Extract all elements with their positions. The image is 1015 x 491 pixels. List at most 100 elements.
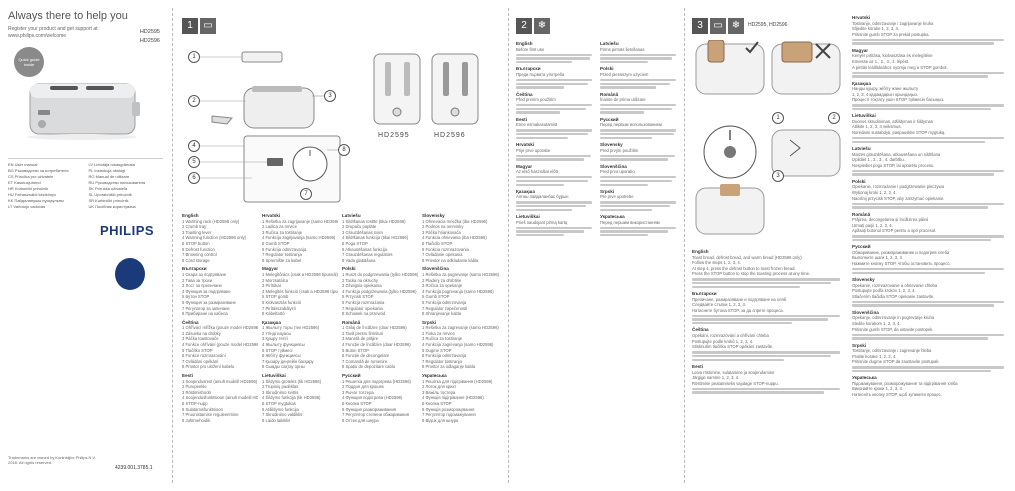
section-title: Lietuviškai	[852, 113, 876, 119]
section-title: Română	[600, 91, 619, 97]
part-item: 4 Функція підігрівання (HD2596)	[422, 395, 484, 401]
instruction-line: 1, 2, 3, 4 қадамдарын орындаңыз.	[852, 91, 919, 97]
parts-section-title: Srpski	[422, 319, 437, 325]
section-title: Lietuviškai	[516, 214, 540, 220]
language-item: ET Kasutusjuhend	[8, 180, 41, 185]
part-item: 8 Laido laikiklis	[262, 417, 291, 423]
instruction-line: Pritisnite gumb STOP za prekid postupka.	[852, 31, 930, 37]
part-item: 6 Функція розморожування	[422, 406, 475, 412]
part-item: 6 Atkausēšanas funkcija	[342, 246, 387, 252]
instruction-line: At step 4, press the defrost button to t…	[692, 265, 796, 271]
part-item: 8 Prostor pro uložení kabelu	[182, 364, 235, 370]
part-item: 7 Pruunistamise reguleerimine	[182, 412, 239, 418]
instruction-line: Следвайте стъпки 1, 2, 3, 4.	[692, 302, 747, 308]
part-item: 7 Comandă de rumenire	[342, 358, 388, 364]
first-use-text-col: Latviešu Pirms pirmās lietošanas Polski …	[600, 38, 680, 238]
parts-section-title: Slovenščina	[422, 266, 449, 272]
parts-section-title: Eesti	[182, 373, 193, 379]
instruction-line: Нажмите кнопку STOP, чтобы остановить пр…	[852, 261, 951, 267]
part-item: 5 Tlačidlo STOP	[422, 240, 453, 246]
language-item: UK Посібник користувача	[88, 204, 136, 209]
part-item: 6 Funkcja rozmrażania	[342, 299, 385, 305]
cover-footer: Trademarks are owned by Koninklijke Phil…	[8, 455, 96, 465]
section-subtitle: Pred prvým použitím	[600, 147, 639, 153]
part-item: 3 Ručica za tostiranje	[422, 336, 463, 342]
part-item: 5 Бутон STOP	[182, 294, 210, 300]
section-subtitle: Перед першим використанням	[600, 219, 660, 225]
part-item: 1 Ohřívací mřížka (pouze model HD2596)	[182, 325, 258, 331]
parts-section-title: Lietuviškai	[262, 373, 286, 379]
part-item: 4 Funkcija zagrijavanja (samo HD2596)	[262, 235, 336, 241]
part-item: 8 Schowek na przewód	[342, 311, 386, 317]
philips-logo: PHILIPS	[100, 223, 155, 238]
panel-number: 2	[828, 112, 840, 124]
model-label: HD2595	[378, 132, 410, 139]
part-item: 1 Šildymo grotelės (tik HD2596)	[262, 378, 322, 384]
part-item: 1 Melegítőrács (csak a HD2596 típusnál)	[262, 271, 338, 277]
cover-models: HD2595 HD2596	[140, 28, 160, 46]
section-subtitle: Обжаривание, размораживание и подогрев х…	[852, 249, 950, 255]
callout-5: 5	[188, 156, 200, 168]
part-item: 8 Spațiu de depozitare cablu	[342, 364, 396, 370]
language-item: EN User manual	[8, 162, 38, 167]
section-title: Русский	[600, 116, 619, 122]
instruction-line: Apăsați butonul STOP pentru a opri proce…	[852, 228, 937, 234]
part-item: 2 Trupinių padėklas	[262, 384, 299, 390]
parts-section-title: Polski	[342, 266, 356, 272]
section-title: Eesti	[692, 363, 703, 369]
part-item: 8 Відсік для шнура	[422, 417, 459, 423]
section-subtitle: Pirms pirmās lietošanas	[600, 46, 645, 52]
part-item: 4 Warming function (HD2596 only)	[182, 235, 247, 241]
instruction-line: Натиснете бутона STOP, за да спрете проц…	[692, 307, 784, 313]
part-item: 8 Vada glabāšana	[342, 257, 376, 263]
part-item: 3 Toasting lever	[182, 229, 212, 235]
instruction-line: Pritisnite gumb STOP, da ustavite postop…	[852, 326, 934, 332]
section-subtitle: Pre prve upotrebe	[600, 194, 634, 200]
part-item: 1 Rešetka za zagrevanje (samo HD2596)	[422, 325, 499, 331]
instruction-line: Kövesse az 1., 2., 3., 4. lépést.	[852, 58, 910, 64]
cover-subtitle: Register your product and get support at…	[8, 26, 98, 39]
section-title: Srpski	[852, 342, 867, 348]
part-item: 7 Regulator opiekania	[342, 305, 383, 311]
language-item: PL Instrukcja obsługi	[88, 168, 126, 173]
language-item: LT Vartotojo vadovas	[8, 204, 46, 209]
fold-line	[172, 8, 173, 483]
part-item: 8 Отсек для шнура	[342, 417, 379, 423]
part-item: 1 Скара за подгряване	[182, 271, 227, 277]
step2-column: 2 ❄ English Before first use Български П…	[512, 0, 682, 491]
part-item: 2 Purupeekle	[182, 384, 207, 390]
part-item: 5 Dugme STOP	[422, 347, 452, 353]
section-title: Srpski	[600, 188, 615, 194]
part-item: 2 Tavă pentru firimituri	[342, 330, 384, 336]
section-subtitle: Нанды қуыру, жібіту және жылыту	[852, 86, 919, 92]
part-item: 7 Grauzdēšanas regulators	[342, 252, 393, 258]
part-item: 4 Sildīšanas funkcija (tikai HD2596)	[342, 235, 409, 241]
part-item: 6 Sulatamisfunktsioon	[182, 406, 223, 412]
section-title: Magyar	[852, 47, 869, 53]
section-title: Қазақша	[852, 80, 871, 86]
part-item: 5 Przycisk STOP	[342, 294, 374, 300]
instruction-line: Stisknutím tlačítka STOP opékání zastaví…	[692, 344, 774, 350]
parts-list-col: Latviešu 1 Sildīšanas restīte (tikai HD2…	[342, 210, 418, 423]
part-item: 7 Regulator zapečenosti	[422, 305, 468, 311]
part-item: 4 Функция подогрева (HD2596)	[342, 395, 403, 401]
part-item: 3 Важіль тостера	[422, 389, 456, 395]
language-item: SR Korisnički priručnik	[88, 198, 129, 203]
fold-line	[508, 8, 509, 483]
part-item: 7 Ovládání opékání	[182, 358, 219, 364]
step3-models: HD2595, HD2596	[748, 22, 788, 28]
instruction-line: Urmați pașii 1, 2, 3, 4.	[852, 222, 893, 228]
section-subtitle: Підсмажування, розморожування та підігрі…	[852, 380, 958, 386]
part-item: 1 Жылыту торы (тек HD2596)	[262, 325, 320, 331]
instruction-line: Pritisnite dugme STOP da zaustavite post…	[852, 359, 940, 365]
section-title: Slovensky	[600, 142, 623, 147]
part-item: 8 Prostor za odlaganje kabla	[422, 364, 476, 370]
part-item: 1 Решетка для подогрева (HD2596)	[342, 378, 411, 384]
panel-number: 1	[772, 112, 784, 124]
part-item: 7 Регулятор степени обжаривания	[342, 412, 409, 418]
philips-shield-icon	[115, 258, 145, 290]
instruction-line: Press the STOP button to stop the toasti…	[692, 271, 811, 277]
part-item: 3 Dźwignia opiekania	[342, 283, 382, 289]
part-item: 6 Funkcija odmrzavanja	[422, 353, 467, 359]
parts-section-title: Русский	[342, 373, 361, 379]
